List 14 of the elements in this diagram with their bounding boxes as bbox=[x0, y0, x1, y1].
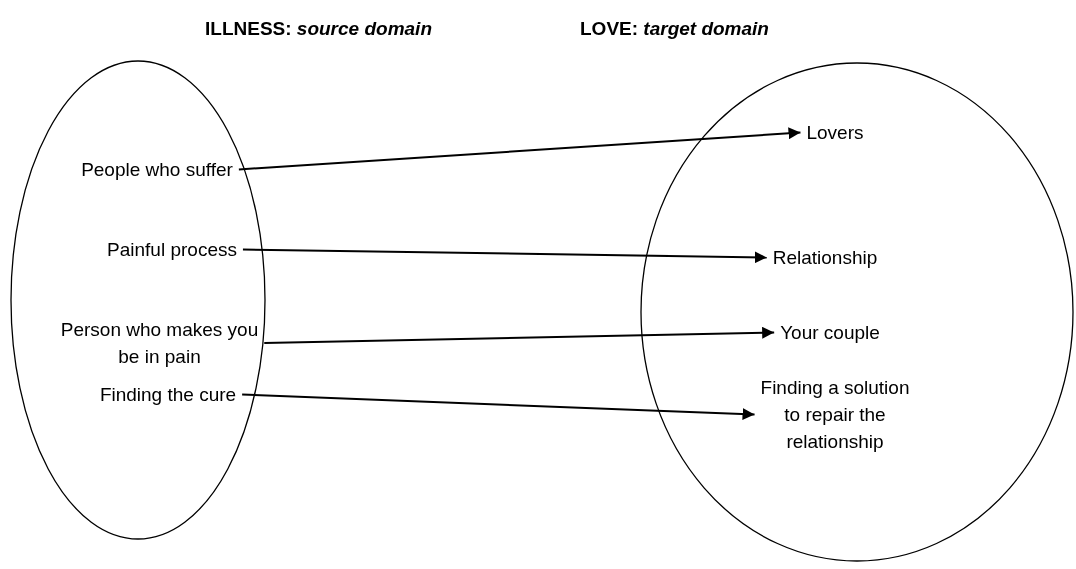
mapping-text: Painful process bbox=[92, 236, 252, 263]
mapping-text: Finding a solution to repair the relationship bbox=[755, 374, 915, 455]
mapping-text: Finding the cure bbox=[88, 381, 248, 408]
mapping-text: Lovers bbox=[795, 119, 875, 146]
arrow bbox=[237, 127, 802, 171]
domain-heading: ILLNESS: source domain bbox=[205, 18, 432, 40]
mapping-text: Relationship bbox=[765, 244, 885, 271]
arrow bbox=[263, 326, 776, 344]
mapping-text: Your couple bbox=[770, 319, 890, 346]
mapping-text: Person who makes you be in pain bbox=[52, 316, 267, 370]
arrow bbox=[241, 393, 756, 421]
mapping-text: People who suffer bbox=[62, 156, 252, 183]
arrow bbox=[241, 248, 768, 264]
domain-heading: LOVE: target domain bbox=[580, 18, 769, 40]
